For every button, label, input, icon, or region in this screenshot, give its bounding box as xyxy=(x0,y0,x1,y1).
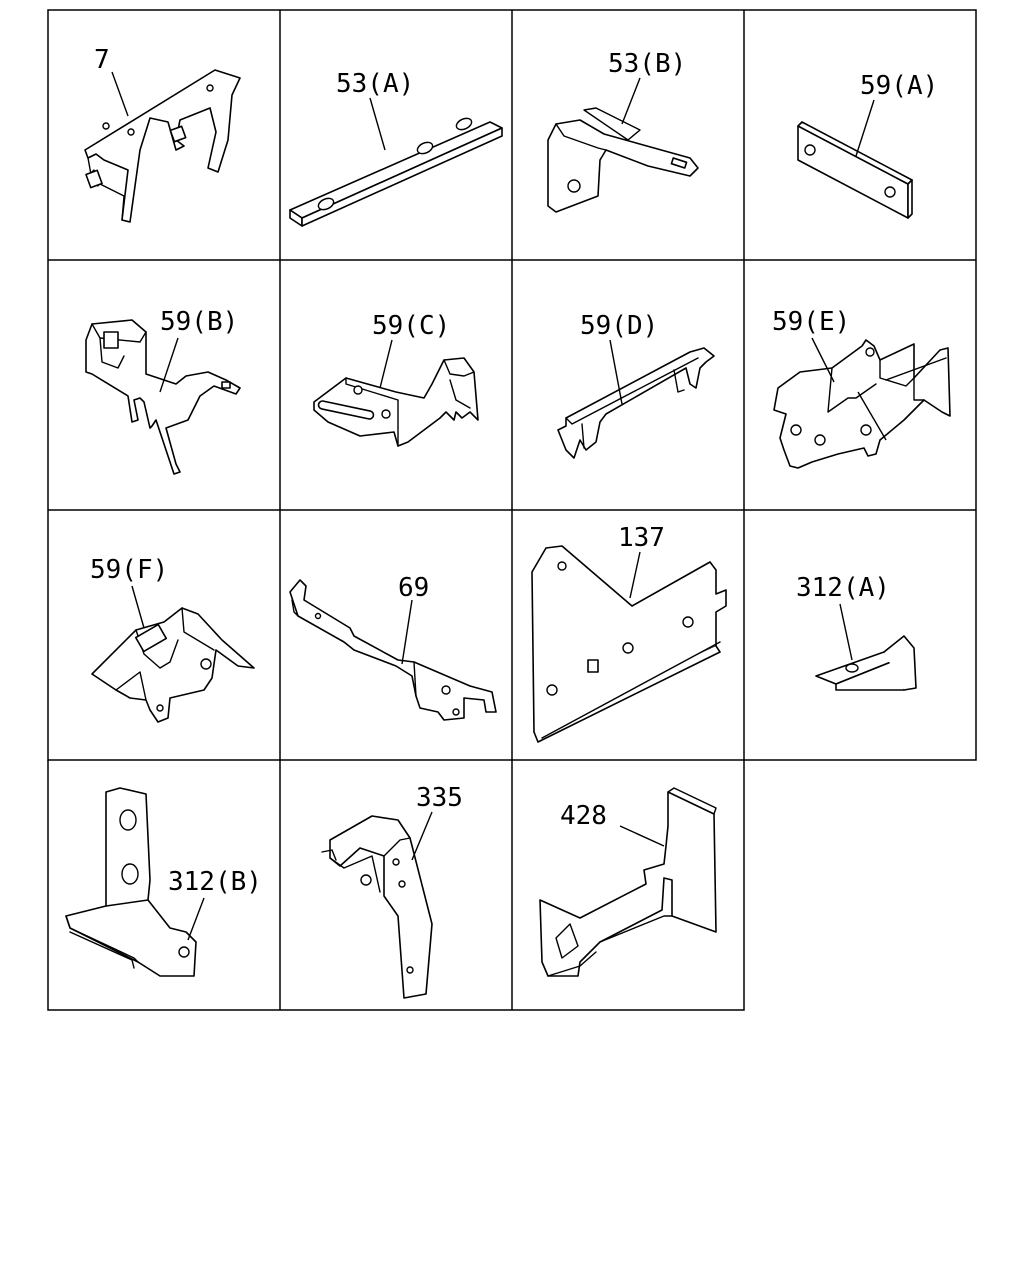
label-69: 69 xyxy=(398,573,429,603)
part-cell-53b: 53(B) xyxy=(547,49,699,213)
part-cell-335: 335 xyxy=(321,783,463,999)
grid-lines xyxy=(47,9,977,1011)
part-cell-59f: 59(F) xyxy=(90,555,255,723)
label-53a: 53(A) xyxy=(336,69,414,99)
part-cell-59c: 59(C) xyxy=(313,311,479,447)
label-428: 428 xyxy=(560,801,607,831)
label-7: 7 xyxy=(94,45,110,75)
part-cell-59d: 59(D) xyxy=(557,311,715,459)
part-cell-59a: 59(A) xyxy=(797,71,938,219)
label-335: 335 xyxy=(416,783,463,813)
label-59c: 59(C) xyxy=(372,311,450,341)
label-59e: 59(E) xyxy=(772,307,850,337)
part-cell-137: 137 xyxy=(531,523,727,743)
part-cell-59e: 59(E) xyxy=(772,307,951,469)
label-59a: 59(A) xyxy=(860,71,938,101)
label-59f: 59(F) xyxy=(90,555,168,585)
part-cell-53a: 53(A) xyxy=(289,69,503,227)
part-cell-312b: 312(B) xyxy=(65,787,262,977)
label-59d: 59(D) xyxy=(580,311,658,341)
label-59b: 59(B) xyxy=(160,307,238,337)
label-312b: 312(B) xyxy=(168,867,262,897)
label-53b: 53(B) xyxy=(608,49,686,79)
part-cell-69: 69 xyxy=(289,573,497,721)
label-312a: 312(A) xyxy=(796,573,890,603)
part-cell-428: 428 xyxy=(539,787,717,977)
part-cell-312a: 312(A) xyxy=(796,573,917,691)
part-cell-7: 7 xyxy=(84,45,241,223)
part-cell-59b: 59(B) xyxy=(85,307,241,475)
label-137: 137 xyxy=(618,523,665,553)
